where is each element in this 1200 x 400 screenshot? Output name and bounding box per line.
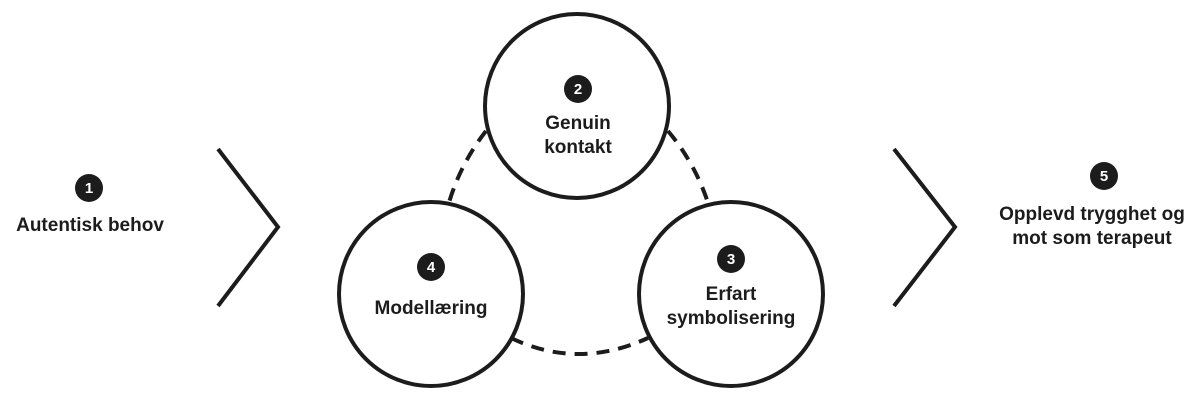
svg-text:5: 5: [1100, 168, 1108, 185]
step-badge-5: 5: [1090, 162, 1118, 190]
chevron-arrow-right: [892, 147, 958, 308]
circle-erfart-symbolisering: [637, 200, 825, 388]
step-badge-4: 4: [417, 253, 445, 281]
chevron-arrow-left: [216, 147, 281, 308]
dashed-connector-4-3: [510, 336, 649, 356]
step-label-autentisk-behov: Autentisk behov: [16, 215, 164, 236]
step-label-modellaering: Modellæring: [374, 298, 488, 319]
step-label-genuin-kontakt: Genuin kontakt: [544, 113, 612, 158]
dashed-connector-2-3: [666, 129, 711, 207]
step-badge-3: 3: [717, 245, 745, 273]
circle-modellaering: [337, 200, 525, 388]
svg-text:2: 2: [574, 81, 582, 98]
svg-text:1: 1: [85, 180, 93, 197]
svg-text:4: 4: [427, 259, 436, 276]
circle-genuin-kontakt: [483, 12, 671, 200]
step-label-opplevd-trygghet: Opplevd trygghet og mot som terapeut: [999, 204, 1185, 249]
svg-text:3: 3: [727, 251, 735, 268]
step-badge-2: 2: [564, 75, 592, 103]
step-label-erfart-symbolisering: Erfart symbolisering: [666, 284, 796, 329]
dashed-connector-2-4: [446, 129, 488, 207]
step-badge-1: 1: [75, 174, 103, 202]
